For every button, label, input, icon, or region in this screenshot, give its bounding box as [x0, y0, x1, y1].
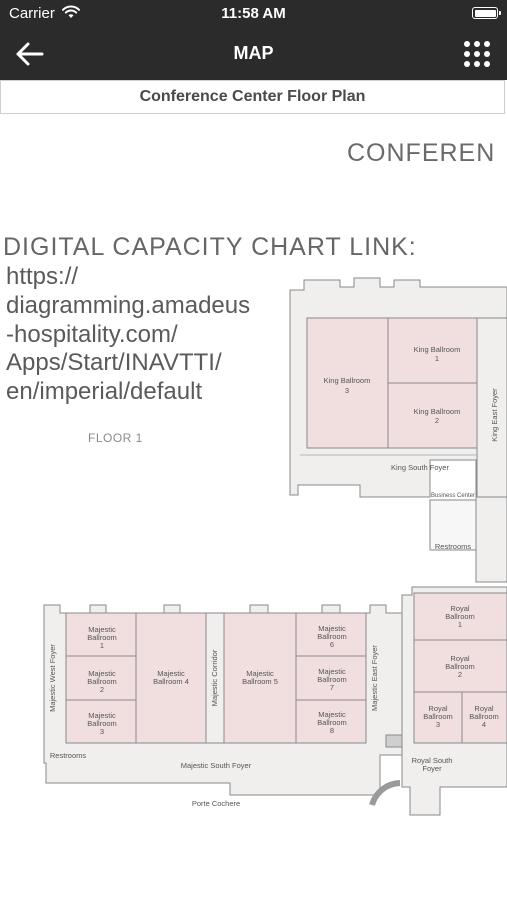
room-label-porte-cochere: Porte Cochere: [192, 799, 240, 808]
room-label-royal-1: Royal: [450, 604, 470, 613]
room-label-royal-4-num: 4: [482, 720, 486, 729]
room-label-majestic-4-b: Ballroom 4: [153, 677, 189, 686]
room-label-majestic-6: Majestic: [318, 624, 346, 633]
room-label-majestic-8: Majestic: [318, 710, 346, 719]
room-label-majestic-7-b: Ballroom: [317, 675, 347, 684]
capacity-link-line: https://: [6, 263, 79, 290]
room-label-royal-south-foyer: Royal South: [412, 756, 453, 765]
room-label-majestic-3-b: Ballroom: [87, 719, 117, 728]
room-label-king-1: King Ballroom: [414, 345, 461, 354]
back-arrow-icon[interactable]: [14, 40, 46, 68]
room-label-majestic-1-b: Ballroom: [87, 633, 117, 642]
nav-bar: MAP: [0, 28, 507, 80]
capacity-chart-heading: DIGITAL CAPACITY CHART LINK:: [3, 233, 417, 261]
majestic-wing: [43, 604, 415, 796]
capacity-link-line: diagramming.amadeus: [6, 292, 251, 319]
room-label-royal-3-b: Ballroom: [423, 712, 453, 721]
room-label-royal-2-b: Ballroom: [445, 662, 475, 671]
carrier-label: Carrier: [9, 5, 55, 22]
room-label-majestic-2-num: 2: [100, 685, 104, 694]
room-label-royal-3-num: 3: [436, 720, 440, 729]
room-label-king-3: King Ballroom: [324, 376, 371, 385]
capacity-link-line: en/imperial/default: [6, 378, 203, 405]
room-label-majestic-2: Majestic: [88, 669, 116, 678]
room-label-majestic-5: Majestic: [246, 669, 274, 678]
room-label-royal-3: Royal: [428, 704, 448, 713]
room-label-majestic-7: Majestic: [318, 667, 346, 676]
room-label-royal-south-foyer-b: Foyer: [422, 764, 442, 773]
room-label-majestic-3: Majestic: [88, 711, 116, 720]
room-label-king-south-foyer: King South Foyer: [391, 463, 449, 472]
room-label-majestic-6-num: 6: [330, 640, 334, 649]
room-label-royal-4: Royal: [474, 704, 494, 713]
room-label-king-3-num: 3: [345, 386, 349, 395]
room-label-king-east-foyer: King East Foyer: [490, 388, 499, 442]
page-title: MAP: [233, 43, 274, 63]
capacity-link-line: -hospitality.com/: [6, 321, 178, 348]
room-label-majestic-1: Majestic: [88, 625, 116, 634]
room-label-restrooms-lower: Restrooms: [50, 751, 87, 760]
room-label-royal-1-num: 1: [458, 620, 462, 629]
royal-wing: [369, 586, 507, 816]
room-label-royal-2-num: 2: [458, 670, 462, 679]
room-label-royal-1-b: Ballroom: [445, 612, 475, 621]
wifi-icon: [62, 5, 80, 18]
room-label-majestic-3-num: 3: [100, 727, 104, 736]
room-label-restrooms-upper: Restrooms: [435, 542, 472, 551]
floor-label: FLOOR 1: [88, 431, 143, 445]
battery-icon: [472, 7, 501, 19]
room-label-majestic-west-foyer: Majestic West Foyer: [48, 644, 57, 712]
room-label-majestic-2-b: Ballroom: [87, 677, 117, 686]
floor-plan-drawing: King Ballroom 3 King Ballroom 1 King Bal…: [43, 277, 507, 816]
room-label-majestic-8-num: 8: [330, 726, 334, 735]
floor-plan-header: Conference Center Floor Plan: [0, 80, 505, 114]
floor-plan-title: Conference Center Floor Plan: [139, 88, 366, 105]
status-time: 11:58 AM: [221, 5, 286, 22]
room-label-business-center: Business Center: [431, 493, 475, 499]
room-label-majestic-6-b: Ballroom: [317, 632, 347, 641]
grid-menu-icon[interactable]: [463, 40, 491, 68]
room-label-royal-2: Royal: [450, 654, 470, 663]
room-label-majestic-east-foyer: Majestic East Foyer: [370, 645, 379, 711]
room-label-king-2: King Ballroom: [414, 407, 461, 416]
floor-plan-map[interactable]: CONFEREN DIGITAL CAPACITY CHART LINK: ht…: [0, 115, 507, 900]
room-label-majestic-south-foyer: Majestic South Foyer: [181, 761, 252, 770]
status-bar: Carrier 11:58 AM: [0, 0, 507, 28]
conference-heading: CONFEREN: [347, 139, 496, 167]
room-label-majestic-corridor: Majestic Corridor: [210, 649, 219, 706]
room-label-king-1-num: 1: [435, 354, 439, 363]
room-label-majestic-4: Majestic: [157, 669, 185, 678]
room-label-royal-4-b: Ballroom: [469, 712, 499, 721]
room-label-king-2-num: 2: [435, 416, 439, 425]
room-label-majestic-1-num: 1: [100, 641, 104, 650]
room-label-majestic-8-b: Ballroom: [317, 718, 347, 727]
room-label-majestic-7-num: 7: [330, 683, 334, 692]
king-wing: [289, 277, 507, 583]
room-label-majestic-5-b: Ballroom 5: [242, 677, 278, 686]
capacity-link-line: Apps/Start/INAVTTI/: [6, 349, 222, 376]
